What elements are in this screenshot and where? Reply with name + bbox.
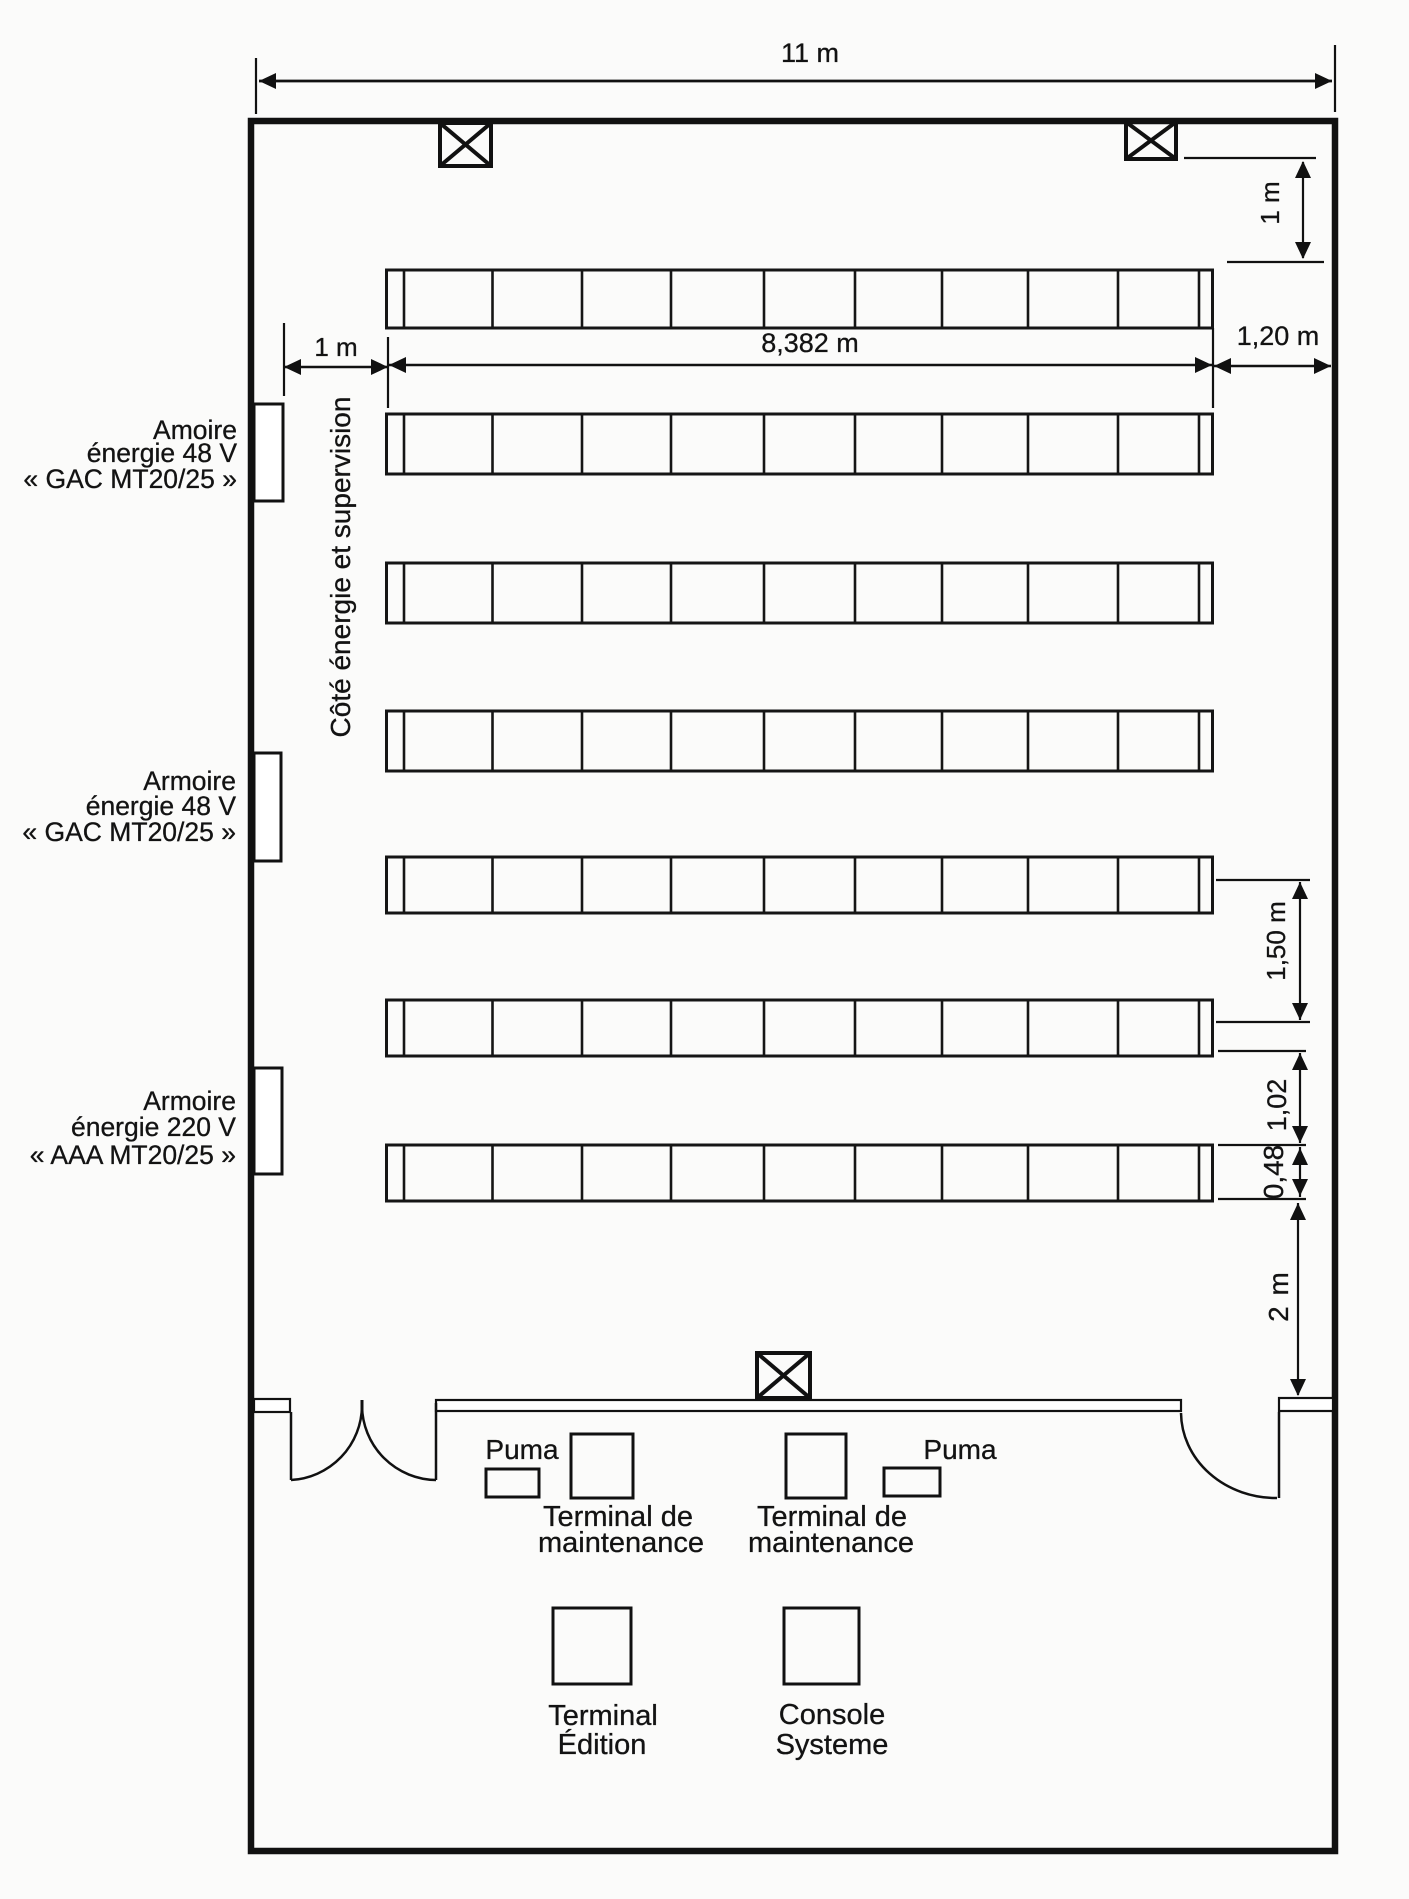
svg-text:Armoire: Armoire <box>143 1086 236 1116</box>
svg-text:Puma: Puma <box>923 1434 997 1465</box>
svg-text:« GAC MT20/25 »: « GAC MT20/25 » <box>22 817 236 847</box>
svg-text:2 m: 2 m <box>1263 1272 1294 1322</box>
svg-text:Terminal: Terminal <box>548 1700 658 1732</box>
svg-text:Terminal de: Terminal de <box>757 1501 907 1533</box>
svg-text:1 m: 1 m <box>1255 181 1285 224</box>
svg-text:Édition: Édition <box>558 1728 647 1761</box>
svg-text:1 m: 1 m <box>314 332 357 362</box>
svg-text:1,50 m: 1,50 m <box>1261 901 1291 981</box>
svg-text:1,02: 1,02 <box>1262 1079 1292 1132</box>
svg-text:énergie 48 V: énergie 48 V <box>86 791 237 821</box>
svg-text:« AAA MT20/25 »: « AAA MT20/25 » <box>30 1140 236 1170</box>
svg-text:0,48: 0,48 <box>1258 1145 1289 1200</box>
svg-text:énergie 48 V: énergie 48 V <box>87 438 238 468</box>
svg-text:Terminal de: Terminal de <box>543 1501 693 1533</box>
svg-text:1,20 m: 1,20 m <box>1237 321 1320 351</box>
svg-text:« GAC MT20/25 »: « GAC MT20/25 » <box>23 464 237 494</box>
svg-text:Console: Console <box>779 1699 885 1731</box>
svg-text:maintenance: maintenance <box>538 1527 704 1559</box>
svg-text:énergie 220 V: énergie 220 V <box>71 1112 236 1142</box>
svg-text:Amoire: Amoire <box>153 415 237 445</box>
svg-text:11 m: 11 m <box>781 38 839 68</box>
svg-text:Puma: Puma <box>485 1434 559 1465</box>
svg-text:Côté énergie et supervision: Côté énergie et supervision <box>325 397 356 738</box>
svg-text:Armoire: Armoire <box>143 766 236 796</box>
svg-text:Systeme: Systeme <box>776 1729 889 1761</box>
svg-text:maintenance: maintenance <box>748 1527 914 1559</box>
svg-text:8,382 m: 8,382 m <box>761 328 859 358</box>
